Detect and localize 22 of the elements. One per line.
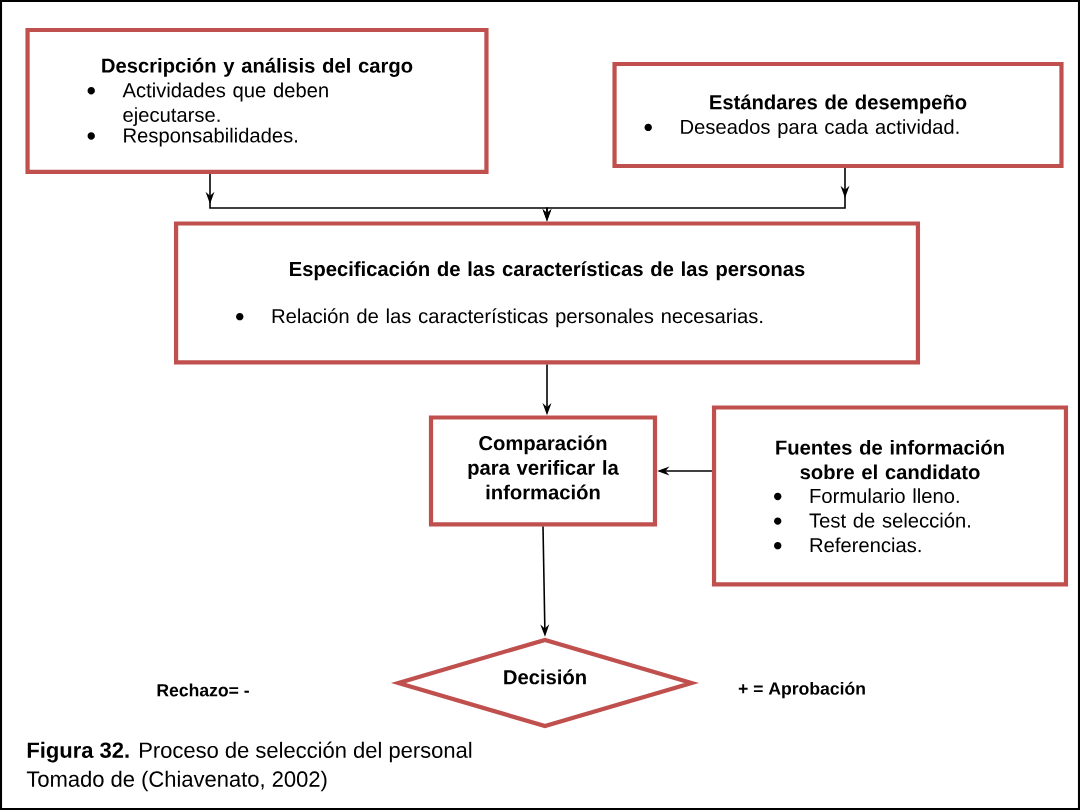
bullet-item: Responsabilidades. <box>87 127 297 147</box>
figure-caption: Figura 32. Proceso de selección del personal <box>27 741 472 763</box>
source-note: Tomado de (Chiavenato, 2002) <box>26 770 327 792</box>
box-heading: Estándares de desempeño <box>710 94 967 114</box>
outcome-label: + = Aprobación <box>738 681 865 699</box>
process-box <box>711 405 1069 587</box>
bullet-item: Test de selección. <box>774 512 970 528</box>
outcome-label: Rechazo= - <box>157 683 249 697</box>
process-box <box>173 221 921 365</box>
process-box <box>612 61 1064 169</box>
diamond-label: Decisión <box>504 669 586 685</box>
bullet-item: Deseados para cada actividad. <box>644 119 959 138</box>
process-box <box>25 27 489 175</box>
box-heading: Especificación de las características de las personas <box>290 261 805 281</box>
bullet-item: Referencias. <box>774 537 921 553</box>
box-heading: Fuentes de información sobre el candidato <box>776 439 1004 480</box>
bullet-item: Relación de las características personales necesarias. <box>236 308 763 328</box>
bullet-item: Actividades que deben ejecutarse. <box>87 82 328 126</box>
bullet-item: Formulario lleno. <box>774 488 959 504</box>
box-heading: Descripción y análisis del cargo <box>102 57 413 77</box>
process-box <box>428 415 658 527</box>
box-heading: Comparación para verificar la información <box>468 435 619 500</box>
